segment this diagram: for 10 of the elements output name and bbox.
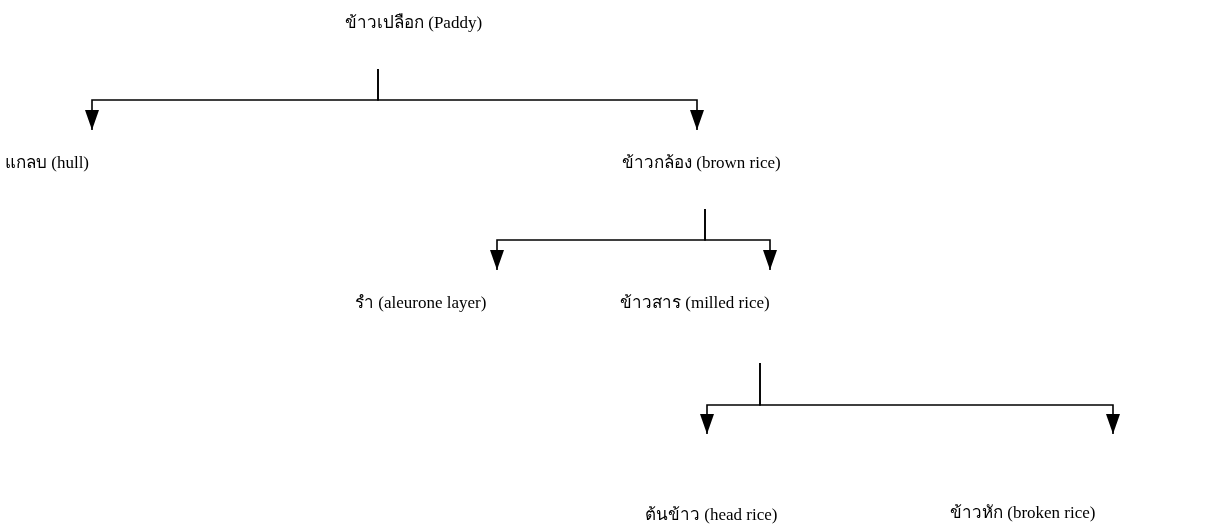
stage-label: รำ (aleurone layer): [355, 292, 487, 314]
stage-label: ข้าวสาร (milled rice): [620, 292, 770, 314]
arrow: [759, 362, 1120, 435]
stage-label: ข้าวกล้อง (brown rice): [622, 152, 781, 174]
stage-label: ต้นข้าว (head rice): [645, 504, 778, 526]
stage-label: แกลบ (hull): [5, 152, 90, 174]
arrow: [704, 208, 777, 271]
arrow: [377, 68, 704, 131]
stage-label: ข้าวหัก (broken rice): [950, 502, 1096, 524]
stage-label: ข้าวเปลือก (Paddy): [345, 12, 483, 34]
